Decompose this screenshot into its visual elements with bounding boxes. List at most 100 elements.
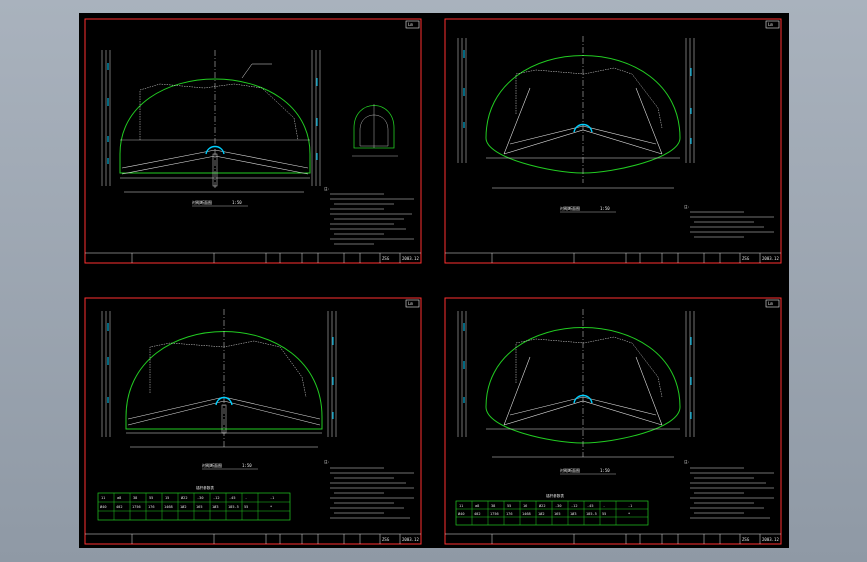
table-cell: *	[628, 512, 630, 516]
corner-box	[765, 20, 780, 29]
table-cell: -1	[628, 504, 632, 508]
table-cell: 55	[149, 496, 153, 500]
drawing-date: 2003.12	[402, 256, 419, 261]
table-cell: Ø22	[181, 495, 188, 500]
excavation-outline	[149, 340, 307, 398]
title-block: ZSG 2003.12	[445, 533, 781, 544]
section-scale: 1:50	[600, 206, 610, 211]
corner-label: Lm	[408, 22, 413, 27]
table-cell: Ø22	[539, 503, 546, 508]
section-scale: 1:50	[242, 463, 252, 468]
table-cell: 165	[196, 505, 203, 509]
table-cell: 38	[133, 496, 137, 500]
sheet-border	[444, 18, 782, 264]
drain-pipe	[573, 394, 593, 404]
left-dimension-ladder	[457, 38, 467, 163]
table-cell: 185.5	[228, 505, 239, 509]
drawing-date: 2003.12	[402, 537, 419, 542]
drawing-sheet-2[interactable]: Lm 衬砌断面图 1:50	[444, 18, 782, 264]
table-cell: 55	[507, 504, 511, 508]
drawing-code: ZSG	[382, 537, 390, 542]
title-block: ZSG 2003.12	[445, 252, 781, 263]
cad-viewport[interactable]: Lm	[79, 13, 789, 548]
drain-pipe	[573, 123, 593, 133]
corner-box	[405, 20, 420, 29]
section-title: 衬砌断面图	[560, 467, 580, 473]
table-cell: 55	[602, 512, 606, 516]
drawing-sheet-1[interactable]: Lm	[84, 18, 422, 264]
title-block: ZSG 2003.12	[85, 533, 421, 544]
drawing-sheet-3[interactable]: Lm 衬砌断面图 1:50	[84, 297, 422, 545]
parameter-table: 11 a8 38 55 15 Ø22 -30 -12 -45 - -1 Ø40 …	[97, 492, 291, 521]
table-cell: 402	[116, 505, 123, 509]
table-cell: 15	[165, 496, 169, 500]
drawing-sheet-4[interactable]: Lm 衬砌断面图 1:50	[444, 297, 782, 545]
tunnel-arch	[125, 331, 323, 430]
table-cell: 38	[491, 504, 495, 508]
parameter-table: 11 a8 38 55 16 Ø22 -30 -12 -45 - -1 Ø40 …	[455, 500, 649, 526]
right-dimension-ladder	[685, 38, 695, 163]
drain-pipe	[205, 145, 225, 155]
sheet-border	[84, 18, 422, 264]
table-cell: Ø40	[458, 511, 465, 516]
table-cell: 165	[554, 512, 561, 516]
section-title: 衬砌断面图	[202, 462, 222, 468]
excavation-outline	[515, 336, 663, 398]
section-scale: 1:50	[600, 468, 610, 473]
table-cell: 176	[506, 512, 513, 516]
drain-channel	[212, 153, 218, 187]
notes-heading: 注：	[684, 204, 691, 209]
table-cell: 11	[459, 504, 463, 508]
left-dimension-ladder	[457, 311, 467, 437]
notes-text	[330, 193, 414, 245]
excavation-outline	[139, 83, 299, 141]
corner-box	[765, 299, 780, 308]
table-cell: -	[245, 496, 247, 500]
notes-heading: 注：	[324, 186, 331, 191]
drawing-date: 2003.12	[762, 256, 779, 261]
drawing-code: ZSG	[382, 256, 390, 261]
corner-label: Lm	[408, 301, 413, 306]
table-cell: a8	[117, 496, 121, 500]
left-dimension-ladder	[101, 311, 111, 437]
rock-bolts	[486, 87, 680, 159]
section-title: 衬砌断面图	[192, 199, 212, 205]
right-dimension-ladder	[327, 311, 337, 437]
tunnel-arch	[485, 55, 681, 174]
dimension-ticks	[463, 50, 692, 144]
sheet-border	[444, 297, 782, 545]
table-cell: 1Ø2	[180, 504, 187, 509]
table-title: 锚杆参数表	[546, 493, 564, 498]
table-cell: 1Ø3	[212, 504, 219, 509]
table-cell: -30	[555, 504, 562, 508]
title-block: ZSG 2003.12	[85, 252, 421, 263]
rock-bolts	[486, 356, 680, 430]
notes-text	[330, 467, 414, 519]
notes-text	[690, 211, 774, 238]
invert-rock-bolts	[121, 149, 309, 175]
table-cell: Ø40	[100, 504, 107, 509]
dimension-ticks	[463, 323, 692, 419]
table-cell: 1756	[132, 505, 141, 509]
table-cell: 55	[244, 505, 248, 509]
notes-heading: 注：	[324, 459, 331, 464]
table-cell: -45	[229, 496, 236, 500]
corner-label: Lm	[768, 22, 773, 27]
drain-channel	[221, 404, 227, 434]
small-section	[352, 104, 398, 157]
notes-heading: 注：	[684, 459, 691, 464]
table-cell: -	[603, 504, 605, 508]
drawing-date: 2003.12	[762, 537, 779, 542]
tunnel-arch	[485, 327, 681, 444]
table-cell: -12	[571, 504, 578, 508]
table-cell: -30	[197, 496, 204, 500]
excavation-outline	[515, 67, 663, 129]
table-cell: 402	[474, 512, 481, 516]
table-cell: 1468	[522, 512, 531, 516]
dimension-ticks	[107, 323, 334, 419]
table-cell: 185.5	[586, 512, 597, 516]
table-cell: 1756	[490, 512, 499, 516]
corner-box	[405, 299, 420, 308]
drawing-code: ZSG	[742, 256, 750, 261]
table-cell: a8	[475, 504, 479, 508]
